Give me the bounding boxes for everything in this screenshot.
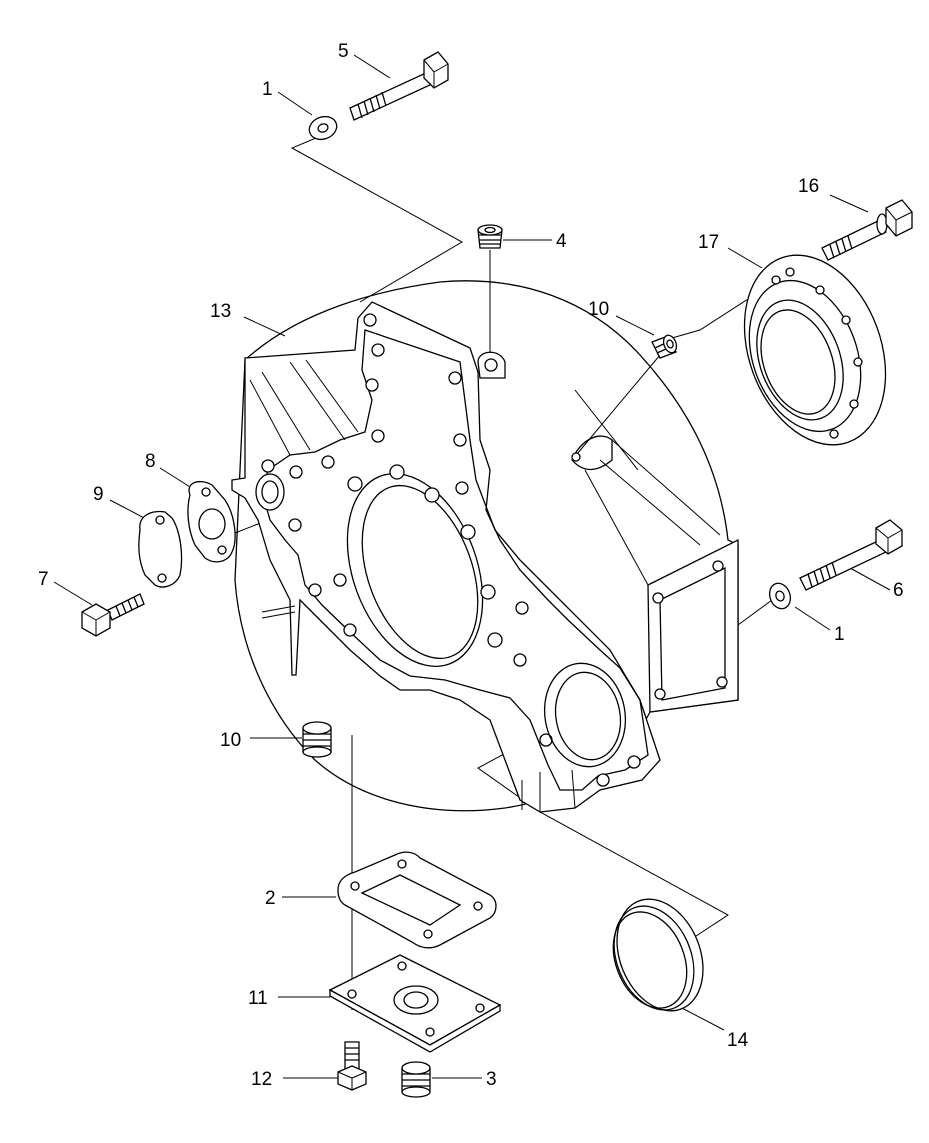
callout-6: 6 [893,580,904,601]
callout-1-top: 1 [262,79,273,100]
callout-10-left: 10 [220,730,241,751]
bolt-6 [799,519,903,591]
bolt-12 [337,1041,367,1091]
flywheel-housing-13 [231,280,739,813]
gasket-8 [187,481,236,563]
washer-1-right [768,582,792,610]
callout-14: 14 [727,1030,749,1051]
seal-ring-14 [612,898,704,1012]
callout-7: 7 [38,569,49,590]
callout-12: 12 [251,1069,272,1090]
cover-plate-11 [328,954,502,1053]
callout-11: 11 [248,988,268,1009]
callout-13: 13 [210,301,231,322]
bolt-16 [821,199,913,261]
callout-labels: 1 5 4 13 10 16 17 8 9 7 6 1 10 2 11 12 3 [38,41,904,1090]
callout-8: 8 [145,451,156,472]
flange-bolt-holes [261,313,641,787]
gasket-2 [337,851,497,949]
callout-1-right: 1 [834,624,845,645]
callout-17: 17 [698,232,719,253]
callout-9: 9 [93,484,104,505]
callout-16: 16 [798,176,819,197]
plug-10-left [302,721,332,758]
callout-3: 3 [486,1069,497,1090]
plug-4 [477,224,503,249]
rear-seal-flange-17 [743,254,887,446]
plug-3 [401,1061,431,1098]
bolt-5 [349,51,449,121]
bolt-7 [81,593,145,637]
callout-4: 4 [556,231,567,252]
bore-bolt-holes [333,464,503,648]
plug-10-top [651,334,678,359]
washer-1-top [308,115,338,141]
cover-plate-9 [138,510,183,588]
callout-2: 2 [265,888,276,909]
callout-10-top: 10 [588,299,609,320]
callout-5: 5 [338,41,349,62]
